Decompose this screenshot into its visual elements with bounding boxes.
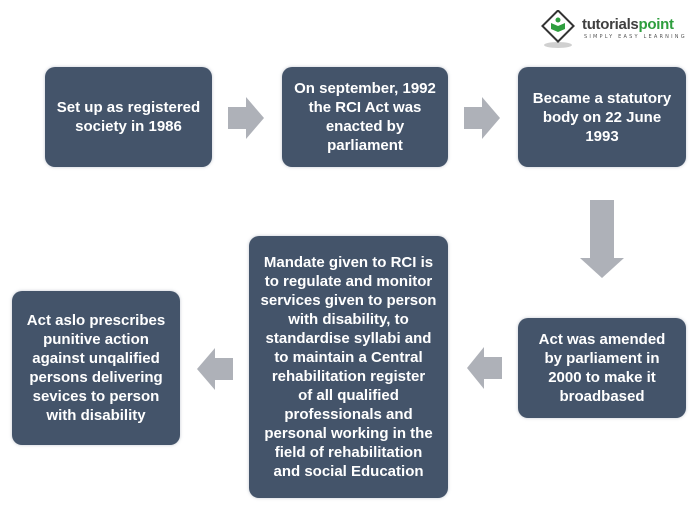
- step-box-4: Act was amended by parliament in 2000 to…: [518, 318, 686, 418]
- arrow-left-icon: [197, 348, 233, 390]
- arrow-down-icon: [580, 200, 624, 278]
- step-text: Mandate given to RCI is to regulate and …: [260, 254, 437, 480]
- brand-name-part1: tutorials: [582, 16, 639, 33]
- step-box-3: Became a statutory body on 22 June 1993: [518, 67, 686, 167]
- brand-tagline: SIMPLY EASY LEARNING: [584, 34, 687, 40]
- arrow-left-icon: [467, 347, 502, 389]
- step-text: Became a statutory body on 22 June 1993: [532, 89, 672, 145]
- step-text: Act aslo prescribes punitive action agai…: [26, 312, 166, 424]
- step-box-6: Act aslo prescribes punitive action agai…: [12, 291, 180, 445]
- step-text: Set up as registered society in 1986: [56, 99, 201, 135]
- step-box-1: Set up as registered society in 1986: [45, 67, 212, 167]
- step-box-5: Mandate given to RCI is to regulate and …: [249, 236, 448, 498]
- step-box-2: On september, 1992 the RCI Act was enact…: [282, 67, 448, 167]
- step-text: On september, 1992 the RCI Act was enact…: [294, 80, 436, 154]
- arrow-right-icon: [228, 97, 264, 139]
- brand-name-part2: point: [638, 16, 674, 33]
- brand-name: tutorialspoint: [582, 16, 674, 33]
- tutorialspoint-logo: tutorialspoint SIMPLY EASY LEARNING: [540, 9, 690, 50]
- step-text: Act was amended by parliament in 2000 to…: [538, 331, 666, 405]
- arrow-right-icon: [464, 97, 500, 139]
- tutorialspoint-logo-icon: [541, 9, 575, 48]
